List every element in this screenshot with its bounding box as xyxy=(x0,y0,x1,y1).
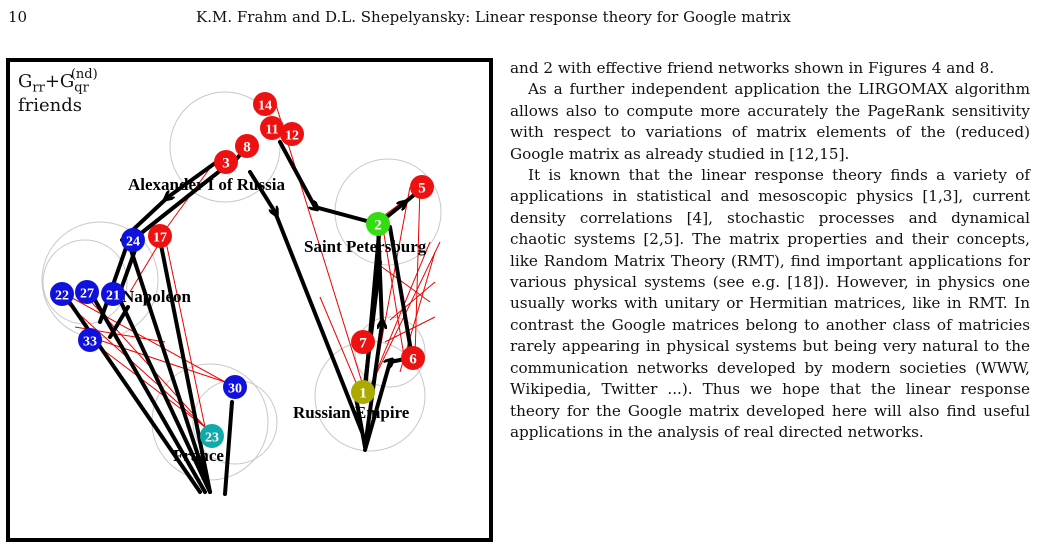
node-1: 1 xyxy=(351,380,375,404)
node-label-5: 5 xyxy=(418,181,426,197)
circle-alexander xyxy=(169,91,281,203)
edge-21-23 xyxy=(118,298,212,494)
node-21: 21 xyxy=(101,282,125,306)
figure-legend: Grr+Gqr(nd) friends xyxy=(18,67,116,116)
page-number: 10 xyxy=(8,8,28,26)
node-5: 5 xyxy=(410,175,434,199)
label-saint-petersburg: Saint Petersburg xyxy=(304,237,427,256)
network-graph: Alexander I of Russia Saint Petersburg N… xyxy=(41,91,442,496)
label-alexander: Alexander I of Russia xyxy=(128,175,285,194)
red-edge xyxy=(319,296,361,393)
node-12: 12 xyxy=(280,122,304,146)
node-7: 7 xyxy=(351,330,375,354)
red-edge xyxy=(384,316,436,343)
node-label-22: 22 xyxy=(55,289,69,304)
legend-formula: Grr+Gqr(nd) xyxy=(18,67,98,96)
node-6: 6 xyxy=(401,346,425,370)
red-edge xyxy=(275,104,366,393)
red-edge xyxy=(381,221,406,363)
node-label-30: 30 xyxy=(228,382,242,397)
node-8: 8 xyxy=(235,134,259,158)
paragraph-3: It is known that the linear response the… xyxy=(510,166,1030,441)
edge-11-2 xyxy=(278,140,380,226)
node-label-8: 8 xyxy=(243,140,251,156)
red-edge xyxy=(389,281,436,321)
paragraph-2: As a further independent application the… xyxy=(510,80,1030,163)
edge-3-24 xyxy=(120,159,220,242)
node-30: 30 xyxy=(223,375,247,399)
running-header: 10 K.M. Frahm and D.L. Shepelyansky: Lin… xyxy=(0,4,1038,26)
label-napoleon: Napoleon xyxy=(122,287,192,306)
label-russian-empire: Russian Empire xyxy=(293,403,410,422)
node-label-24: 24 xyxy=(126,235,140,250)
network-figure: Alexander I of Russia Saint Petersburg N… xyxy=(6,58,493,542)
black-edges xyxy=(66,140,422,496)
node-layer: 14 11 12 83 5 2 24 17 22 27 21 33 7 6 1 30 23 xyxy=(50,92,434,448)
edge-33-21 xyxy=(108,305,130,339)
node-label-7: 7 xyxy=(359,336,367,352)
paragraph-1: and 2 with effective friend networks sho… xyxy=(510,59,995,77)
node-label-17: 17 xyxy=(153,231,167,246)
node-11: 11 xyxy=(260,116,284,140)
node-label-6: 6 xyxy=(409,352,417,368)
node-17: 17 xyxy=(148,224,172,248)
node-22: 22 xyxy=(50,282,74,306)
edge-17-23 xyxy=(158,238,212,494)
node-label-2: 2 xyxy=(374,218,382,234)
node-label-21: 21 xyxy=(106,289,120,304)
legend-friends: friends xyxy=(18,94,83,116)
node-23: 23 xyxy=(200,424,224,448)
node-label-27: 27 xyxy=(80,287,94,302)
edge-24-33 xyxy=(98,240,130,324)
node-label-1: 1 xyxy=(359,386,367,402)
node-label-23: 23 xyxy=(205,431,219,446)
red-edge xyxy=(369,241,431,388)
circle-6-7 xyxy=(354,316,426,388)
node-24: 24 xyxy=(121,228,145,252)
label-france: France xyxy=(173,446,224,465)
node-label-11: 11 xyxy=(265,123,278,138)
red-edge xyxy=(164,236,206,428)
node-2: 2 xyxy=(366,212,390,236)
edge-2-6 xyxy=(388,225,414,359)
edge-24-23 xyxy=(128,245,212,494)
node-label-33: 33 xyxy=(83,335,97,350)
red-edge xyxy=(64,293,226,383)
red-edge xyxy=(89,336,226,383)
node-label-3: 3 xyxy=(222,156,230,172)
node-33: 33 xyxy=(78,328,102,352)
node-label-12: 12 xyxy=(285,129,299,144)
red-edge xyxy=(129,241,161,293)
node-label-14: 14 xyxy=(258,99,272,114)
edge-alexander-1 xyxy=(248,170,364,434)
edge-23-30 xyxy=(223,400,234,496)
node-14: 14 xyxy=(253,92,277,116)
node-27: 27 xyxy=(75,280,99,304)
node-3: 3 xyxy=(214,150,238,174)
running-title: K.M. Frahm and D.L. Shepelyansky: Linear… xyxy=(196,8,791,26)
red-edge xyxy=(374,261,431,303)
edge-alexander-24 xyxy=(128,164,228,244)
body-text-column: and 2 with effective friend networks sho… xyxy=(510,58,1030,443)
edge-1-7 xyxy=(363,222,382,449)
